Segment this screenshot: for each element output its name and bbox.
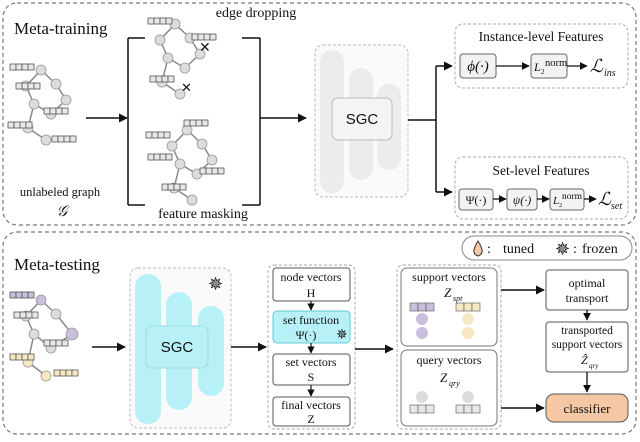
legend-frozen: frozen: [582, 242, 618, 257]
Psi-function: Ψ(·): [466, 193, 487, 207]
loss-ins-sub: ins: [604, 68, 616, 79]
loss-set-sub: set: [611, 201, 622, 212]
l2-subscript: 2: [541, 68, 545, 76]
sgc-frozen-icon: ✵: [208, 274, 223, 294]
set-vectors-symbol: S: [308, 370, 315, 384]
transported-label-2: support vectors: [552, 339, 623, 351]
set-vectors-label: set vectors: [286, 355, 337, 369]
final-vectors-symbol: Z: [307, 412, 314, 426]
sgc-training: SGC: [314, 44, 409, 198]
sgc-training-label: SGC: [346, 111, 379, 128]
phi-function: ϕ(·): [467, 59, 489, 75]
feature-masking-label: feature masking: [158, 207, 248, 222]
l2-symbol: L: [533, 60, 541, 74]
set-l2-symbol: L: [552, 195, 559, 207]
support-purple-vectors: [409, 302, 435, 339]
instance-level-box: Instance-level Features ϕ(·) L 2 norm ℒ …: [454, 23, 629, 89]
zhat-symbol: Ẑ: [581, 353, 588, 367]
optimal-transport-label-2: transport: [566, 291, 609, 305]
query-z: Z: [440, 370, 448, 385]
query-vectors: [409, 391, 481, 414]
instance-level-title: Instance-level Features: [479, 29, 604, 44]
optimal-transport-label-1: optimal: [569, 276, 606, 290]
set-function-frozen-icon: ✵: [336, 328, 348, 343]
legend-colon-1: :: [487, 242, 491, 257]
set-function-symbol: Ψ(·): [296, 328, 317, 342]
labeled-graph: [9, 291, 79, 382]
support-query-box: support vectors Z spt query vectors Z qr…: [396, 264, 502, 430]
set-level-title: Set-level Features: [492, 163, 589, 178]
query-vectors-label: query vectors: [417, 353, 482, 367]
meta-testing-panel: Meta-testing : tuned ✵ : frozen: [2, 231, 637, 435]
set-l2-subscript: 2: [559, 202, 562, 209]
dropped-edge-icon-2: ✕: [181, 80, 192, 95]
meta-testing-title: Meta-testing: [14, 255, 100, 274]
support-vectors-label: support vectors: [412, 270, 486, 284]
classifier-label: classifier: [564, 401, 612, 416]
augmentation-bracket: [127, 37, 261, 206]
norm-label: norm: [545, 58, 567, 69]
final-vectors-label: final vectors: [281, 398, 341, 412]
edge-dropped-graph: ✕ ✕: [147, 17, 217, 100]
vector-pipeline: node vectors H set function Ψ(·) ✵ set v…: [267, 264, 356, 430]
support-z: Z: [444, 285, 452, 300]
set-function-label: set function: [283, 313, 339, 327]
sgc-testing: SGC ✵: [129, 267, 232, 429]
transported-label-1: transported: [561, 325, 613, 337]
meta-training-title: Meta-training: [14, 19, 108, 38]
dropped-edge-icon: ✕: [199, 41, 211, 56]
classifier-box: classifier: [545, 393, 629, 423]
node-vectors-symbol: H: [307, 286, 316, 300]
graph-symbol: 𝒢: [57, 204, 70, 220]
legend-colon-2: :: [573, 242, 577, 257]
set-level-box: Set-level Features Ψ(·) ψ(·) L 2 norm ℒ …: [454, 156, 629, 220]
query-z-sub: qry: [449, 379, 460, 388]
edge-dropping-label: edge dropping: [216, 6, 296, 21]
zhat-sub: qry: [589, 362, 599, 370]
support-z-sub: spt: [453, 294, 463, 303]
loss-set: ℒ: [598, 189, 612, 209]
support-cream-vectors: [455, 302, 481, 339]
node-vectors-label: node vectors: [281, 270, 342, 284]
meta-training-panel: Meta-training unlabeled graph 𝒢 edge dro…: [2, 2, 637, 226]
legend-tuned: tuned: [503, 242, 534, 257]
psi-function: ψ(·): [513, 193, 531, 207]
frozen-snowflake-icon: ✵: [555, 239, 570, 259]
legend: : tuned ✵ : frozen: [461, 235, 633, 261]
unlabeled-graph-label: unlabeled graph: [20, 185, 101, 199]
sgc-testing-label: SGC: [161, 339, 194, 356]
transported-support-box: transported support vectors Ẑ qry: [545, 321, 629, 373]
loss-ins: ℒ: [590, 56, 604, 76]
set-norm-label: norm: [562, 192, 583, 202]
tuned-flame-icon: [473, 240, 483, 257]
optimal-transport-box: optimal transport: [545, 269, 629, 311]
